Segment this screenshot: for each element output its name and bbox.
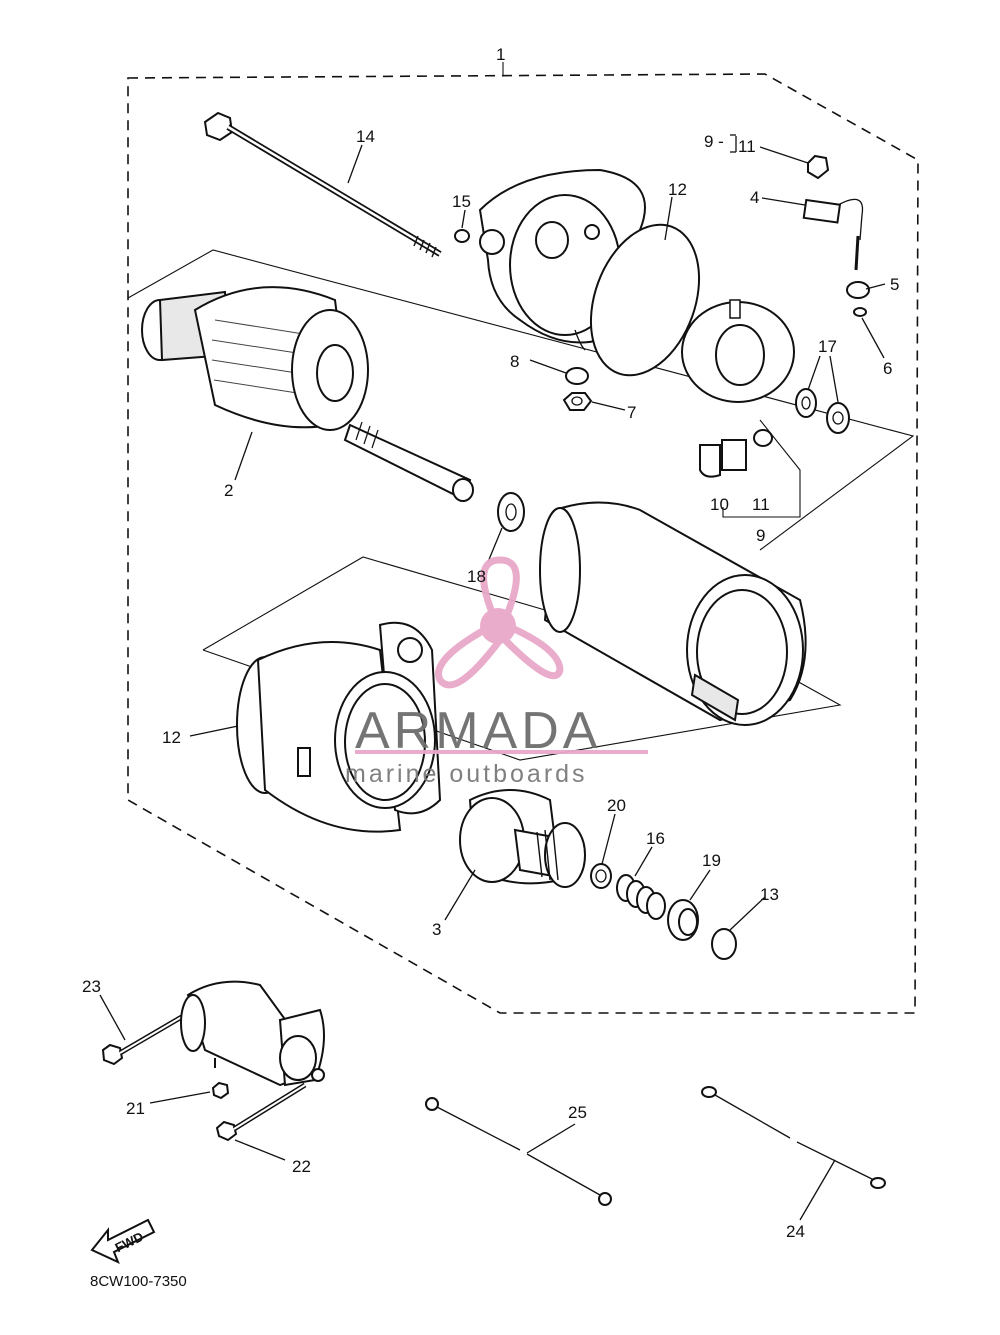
- label-12-rear: 12: [668, 180, 687, 199]
- label-13: 13: [760, 885, 779, 904]
- label-17: 17: [818, 337, 837, 356]
- label-19: 19: [702, 851, 721, 870]
- yoke: [539, 501, 807, 726]
- fwd-label: FWD: [113, 1229, 146, 1255]
- label-11-top: 11: [738, 137, 756, 156]
- cables: [425, 1086, 886, 1206]
- label-15: 15: [452, 192, 471, 211]
- leader-lines: [99, 134, 886, 1221]
- pinion-parts: [590, 863, 737, 960]
- label-25: 25: [568, 1103, 587, 1122]
- label-6: 6: [883, 359, 892, 378]
- pinion-clutch: [459, 789, 586, 888]
- label-1: 1: [496, 45, 505, 64]
- part-labels: 1 14 15 12 9 - 11 4 5 6 17 8 7 2 10 11 9…: [82, 45, 899, 1241]
- brush-plate: [681, 299, 795, 403]
- propeller-logo: [435, 556, 564, 689]
- watermark-subtitle: marine outboards: [345, 760, 588, 788]
- label-22: 22: [292, 1157, 311, 1176]
- starter-motor-complete: [101, 980, 325, 1142]
- o-ring-small: [454, 229, 470, 243]
- thrust-washer: [497, 492, 525, 532]
- forward-arrow-icon: FWD: [90, 1218, 156, 1264]
- label-8: 8: [510, 352, 519, 371]
- label-2: 2: [224, 481, 233, 500]
- assembly-boundary: [127, 62, 919, 1014]
- label-11: 11: [752, 495, 770, 514]
- label-12-front: 12: [162, 728, 181, 747]
- label-10: 10: [710, 495, 729, 514]
- watermark: ARMADA marine outboards: [345, 556, 648, 788]
- label-23: 23: [82, 977, 101, 996]
- drawing-code: 8CW100-7350: [90, 1273, 187, 1290]
- through-bolt: [203, 111, 442, 258]
- label-20: 20: [607, 796, 626, 815]
- washers: [795, 388, 850, 434]
- brush-holder: [699, 419, 801, 518]
- nut-washer: [562, 367, 593, 411]
- o-ring-large-rear: [589, 223, 701, 377]
- label-16: 16: [646, 829, 665, 848]
- label-21: 21: [126, 1099, 145, 1118]
- label-3: 3: [432, 920, 441, 939]
- label-9: 9: [756, 526, 765, 545]
- label-14: 14: [356, 127, 375, 146]
- label-9-bracket: 9 -: [704, 132, 724, 151]
- label-18: 18: [467, 567, 486, 586]
- brush-lead: [802, 154, 870, 317]
- label-4: 4: [750, 188, 759, 207]
- armature: [141, 286, 474, 502]
- label-7: 7: [627, 403, 636, 422]
- label-24: 24: [786, 1222, 805, 1241]
- front-housing: [236, 621, 442, 833]
- label-5: 5: [890, 275, 899, 294]
